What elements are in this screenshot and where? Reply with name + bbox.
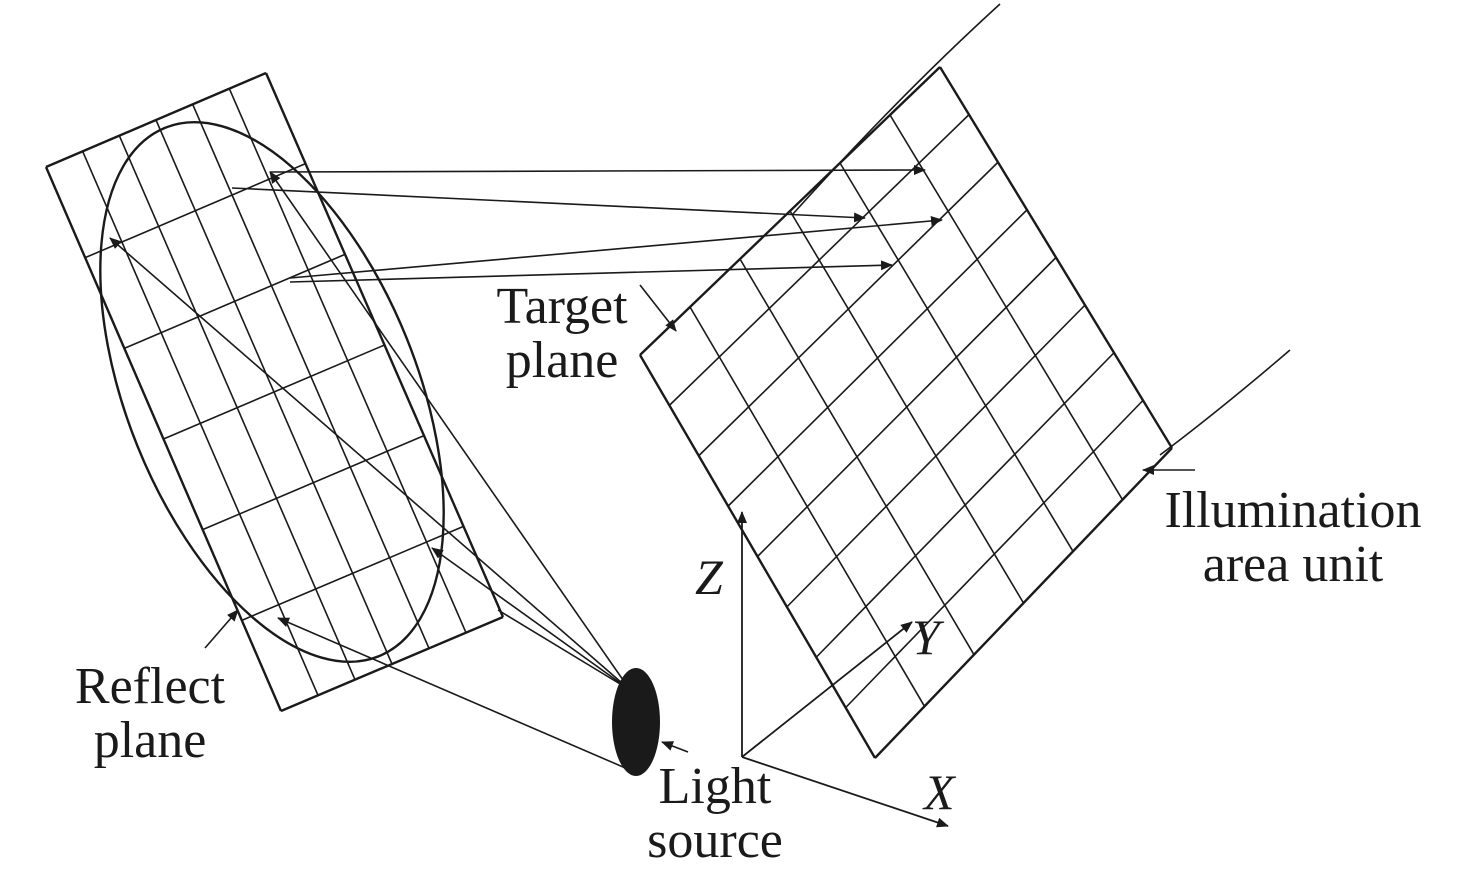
target-plane-grid xyxy=(638,66,1174,759)
target-pointer xyxy=(639,284,677,332)
light-source-shape xyxy=(612,668,660,776)
illumination-boundary-lines xyxy=(791,3,1291,456)
grid-line xyxy=(786,304,1086,608)
ray xyxy=(497,609,631,691)
reflect-plane-label: Reflect plane xyxy=(74,658,226,769)
grid-line xyxy=(163,344,385,440)
ray xyxy=(231,187,866,223)
x-axis-label: X xyxy=(924,764,955,820)
y-axis-label: Y xyxy=(912,609,940,665)
grid-line xyxy=(698,161,999,457)
grid-line xyxy=(727,209,1028,507)
grid-line xyxy=(124,253,346,350)
label-pointers xyxy=(204,284,1195,753)
grid-line xyxy=(756,256,1057,558)
reflect-plane xyxy=(44,71,505,713)
grid-border xyxy=(874,447,1173,759)
z-axis-label: Z xyxy=(695,549,723,605)
grid-line xyxy=(668,114,970,406)
reflector-ellipse xyxy=(99,121,445,663)
ray xyxy=(289,215,943,279)
ray xyxy=(109,237,631,691)
ray xyxy=(277,617,631,771)
grid-line xyxy=(202,434,425,531)
light-pointer xyxy=(661,741,689,753)
ray xyxy=(289,260,893,283)
grid-line xyxy=(84,162,306,259)
ray xyxy=(269,165,926,176)
reflect-pointer xyxy=(204,609,239,649)
grid-line xyxy=(815,352,1115,658)
y-axis xyxy=(741,621,913,758)
illumination-area-label: Illumination area unit xyxy=(1164,482,1422,593)
light-rays xyxy=(109,165,943,771)
target-plane xyxy=(638,66,1174,759)
light-source-label: Light source xyxy=(647,758,783,869)
reflect-plane-grid xyxy=(44,71,505,713)
x-axis xyxy=(741,756,949,828)
coordinate-axes xyxy=(737,511,949,828)
ray xyxy=(431,547,631,691)
grid-line xyxy=(845,399,1144,709)
ray xyxy=(269,171,631,691)
grid-line xyxy=(241,525,464,622)
target-plane-label: Target plane xyxy=(496,278,628,389)
